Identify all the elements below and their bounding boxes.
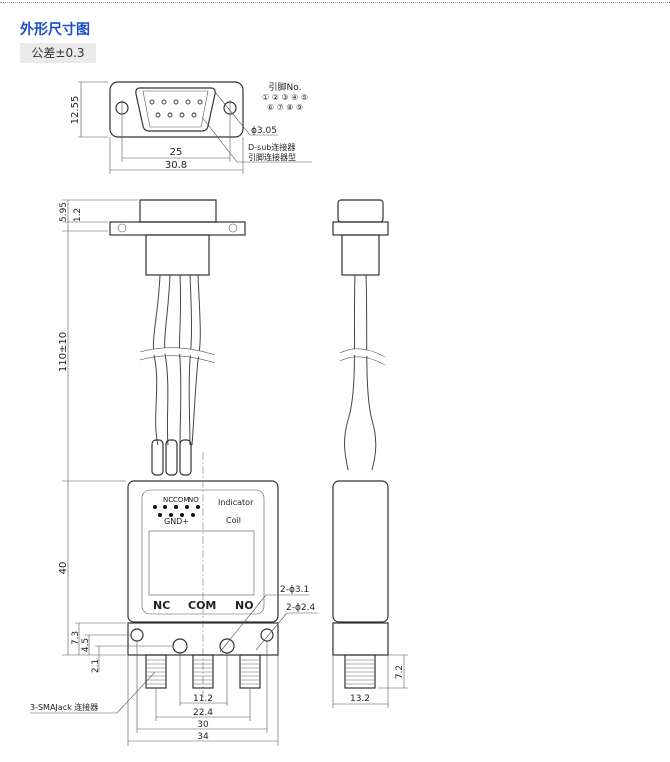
dim-30: 30 bbox=[197, 720, 209, 730]
port-no-label: NO bbox=[235, 599, 254, 612]
pin-com: COM bbox=[173, 496, 189, 504]
connector-type-2: 引脚连接器型 bbox=[248, 152, 296, 162]
front-view: NC COM NO GND+ Indicator Coil NC COM NO … bbox=[30, 199, 318, 746]
dim-7.3: 7.3 bbox=[71, 631, 81, 645]
port-nc-label: NC bbox=[153, 599, 170, 612]
top-view: 12.55 25 30.8 引脚No. ① ② ③ ④ ⑤ ⑥ ⑦ ⑧ ⑨ ϕ3… bbox=[70, 81, 312, 174]
sma-connectors bbox=[145, 654, 261, 689]
dim-34: 34 bbox=[197, 732, 209, 742]
dim-2.1: 2.1 bbox=[91, 659, 101, 673]
dim-25: 25 bbox=[170, 147, 183, 158]
pin-nc: NC bbox=[163, 496, 173, 504]
dim-40: 40 bbox=[58, 562, 69, 575]
dim-1.2: 1.2 bbox=[73, 208, 83, 222]
tolerance-badge: 公差±0.3 bbox=[20, 43, 96, 63]
connector-type-1: D-sub连接器 bbox=[248, 142, 295, 152]
indicator-label: Indicator bbox=[218, 498, 254, 507]
side-view: 7.2 13.2 bbox=[332, 199, 408, 708]
pin-no-label: 引脚No. bbox=[269, 82, 302, 93]
coil-label: Coil bbox=[226, 516, 241, 525]
dim-11.2: 11.2 bbox=[193, 694, 213, 704]
pins-row1: ① ② ③ ④ ⑤ bbox=[262, 93, 308, 102]
port-com-label: COM bbox=[188, 599, 216, 612]
top-divider bbox=[0, 2, 670, 3]
pins-row2: ⑥ ⑦ ⑧ ⑨ bbox=[267, 103, 303, 112]
page-title: 外形尺寸图 bbox=[20, 22, 90, 38]
dim-4.5: 4.5 bbox=[81, 638, 91, 652]
dim-22.4: 22.4 bbox=[193, 708, 213, 718]
dim-30.8: 30.8 bbox=[165, 160, 187, 171]
hole-2.4: 2-ϕ2.4 bbox=[286, 603, 315, 613]
gnd-label: GND+ bbox=[164, 517, 189, 526]
dim-12.55: 12.55 bbox=[70, 96, 81, 125]
dim-5.95: 5.95 bbox=[59, 202, 69, 222]
hole-3.1: 2-ϕ3.1 bbox=[280, 585, 309, 595]
hole-diameter: ϕ3.05 bbox=[251, 126, 277, 136]
dim-13.2: 13.2 bbox=[350, 694, 370, 704]
sma-label: 3-SMAJack 连接器 bbox=[30, 702, 98, 712]
pin-no: NO bbox=[188, 496, 199, 504]
dim-7.2: 7.2 bbox=[395, 665, 405, 679]
dim-110: 110±10 bbox=[58, 332, 69, 372]
